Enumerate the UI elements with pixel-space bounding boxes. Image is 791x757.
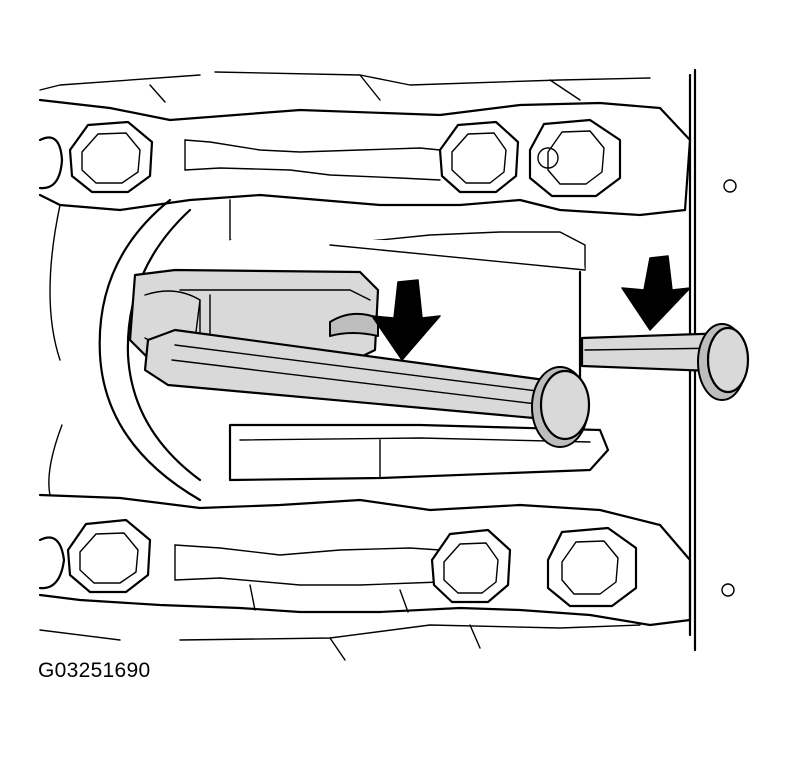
upper-bearing-cap (38, 98, 692, 271)
arrow-down-left-icon (371, 279, 441, 361)
right-tool-bar (580, 323, 750, 401)
lower-left-bolt (66, 518, 152, 594)
figure-id-label: G03251690 (38, 659, 151, 682)
lower-bearing-cap (38, 493, 692, 627)
arrow-down-left-icon (621, 255, 691, 331)
lower-right-bolt (546, 526, 638, 608)
upper-middle-bolt (438, 120, 520, 194)
lower-middle-bolt (430, 528, 512, 604)
upper-left-bolt (68, 120, 154, 194)
left-tool-bar (143, 328, 591, 448)
upper-right-bolt (528, 118, 622, 198)
